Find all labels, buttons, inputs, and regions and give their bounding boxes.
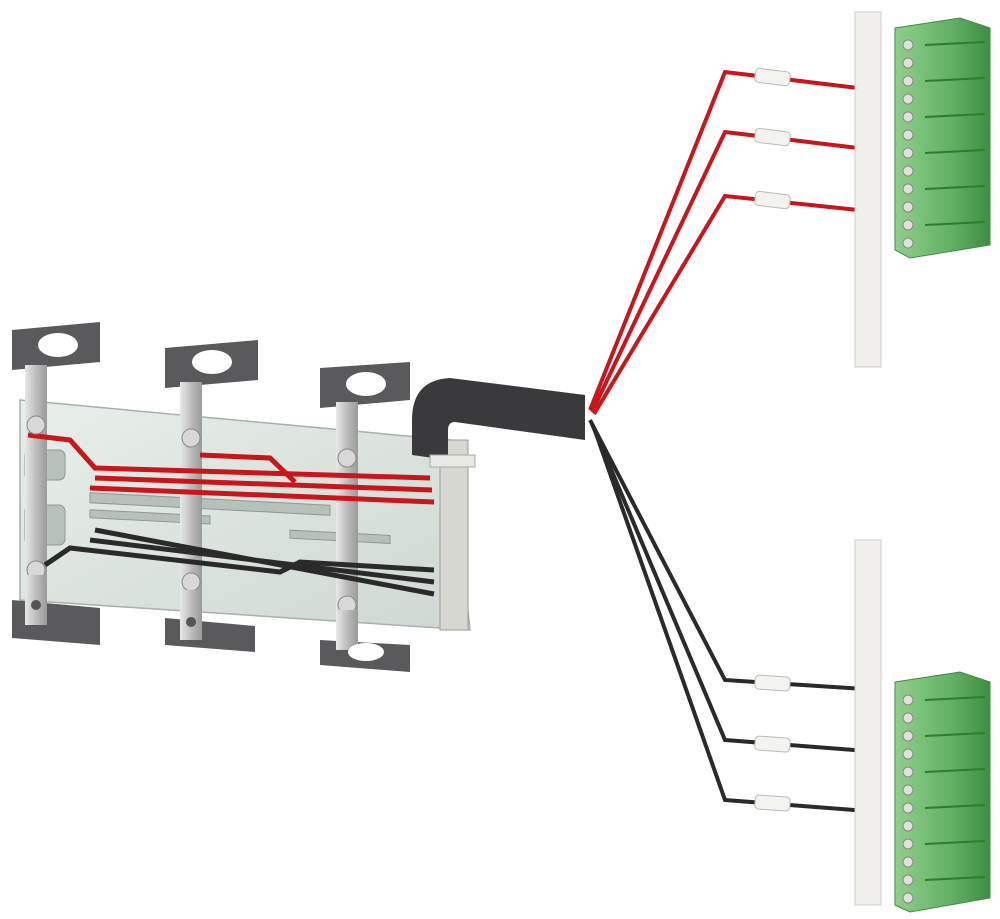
side-clamp bbox=[439, 439, 469, 631]
red-wire-ferrules bbox=[754, 67, 791, 210]
black-wire-ferrules bbox=[754, 674, 791, 812]
mount-tab bbox=[165, 590, 255, 652]
red-bus-wires bbox=[27, 432, 435, 505]
cable-jacket bbox=[412, 378, 585, 460]
black-bus-wires bbox=[43, 527, 435, 597]
terminal-block-bottom bbox=[894, 671, 991, 913]
mount-tab bbox=[12, 575, 100, 645]
marker-strip-bottom bbox=[854, 539, 882, 906]
red-fanout-wires bbox=[588, 69, 859, 416]
busbar-assembly bbox=[12, 322, 471, 672]
clear-plate bbox=[19, 399, 471, 631]
cable-tie bbox=[429, 454, 476, 468]
mount-tab bbox=[320, 610, 410, 672]
black-fanout-wires bbox=[588, 419, 881, 814]
marker-strip-top bbox=[854, 11, 882, 368]
terminal-block-top bbox=[894, 17, 991, 259]
